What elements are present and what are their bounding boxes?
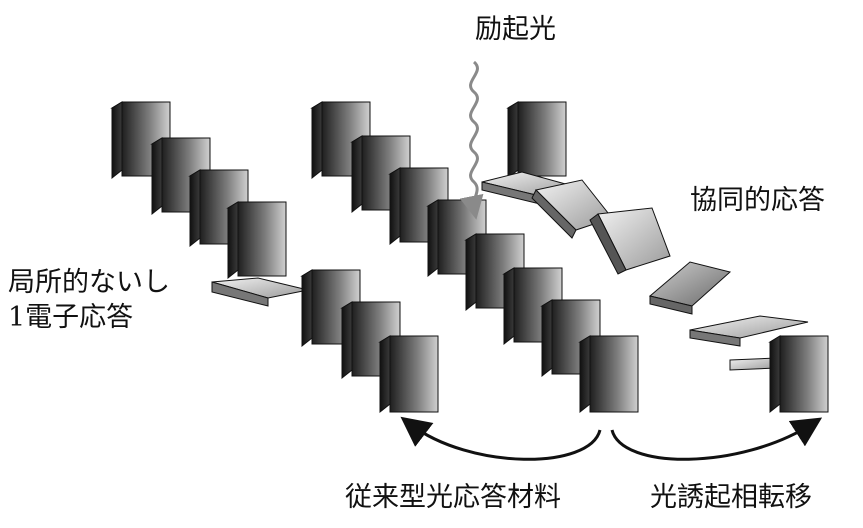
domino-fallen (729, 357, 777, 371)
label-local-response: 局所的ないし 1電子応答 (8, 265, 170, 335)
label-local-line1: 局所的ないし (8, 267, 170, 298)
arrow-to-photoinduced (610, 417, 823, 461)
domino-fallen (689, 315, 809, 347)
arrow-to-conventional (400, 416, 602, 461)
domino-falling (589, 207, 671, 275)
domino-row-right (481, 101, 829, 414)
domino-fallen (211, 277, 309, 307)
domino-standing (578, 335, 639, 414)
domino-row-middle (310, 101, 639, 414)
domino-standing (768, 335, 829, 414)
domino-row-left (110, 101, 439, 414)
label-conventional-material: 従来型光応答材料 (345, 482, 561, 513)
domino-standing (226, 201, 287, 280)
label-excitation-light: 励起光 (475, 14, 556, 45)
excitation-wave-icon (459, 60, 484, 220)
domino-standing (378, 335, 439, 414)
label-cooperative-response: 協同的応答 (690, 185, 825, 216)
domino-standing (506, 101, 567, 180)
label-local-line2: 1電子応答 (8, 302, 134, 334)
label-photoinduced-transition: 光誘起相転移 (650, 482, 812, 513)
domino-falling (648, 261, 732, 315)
